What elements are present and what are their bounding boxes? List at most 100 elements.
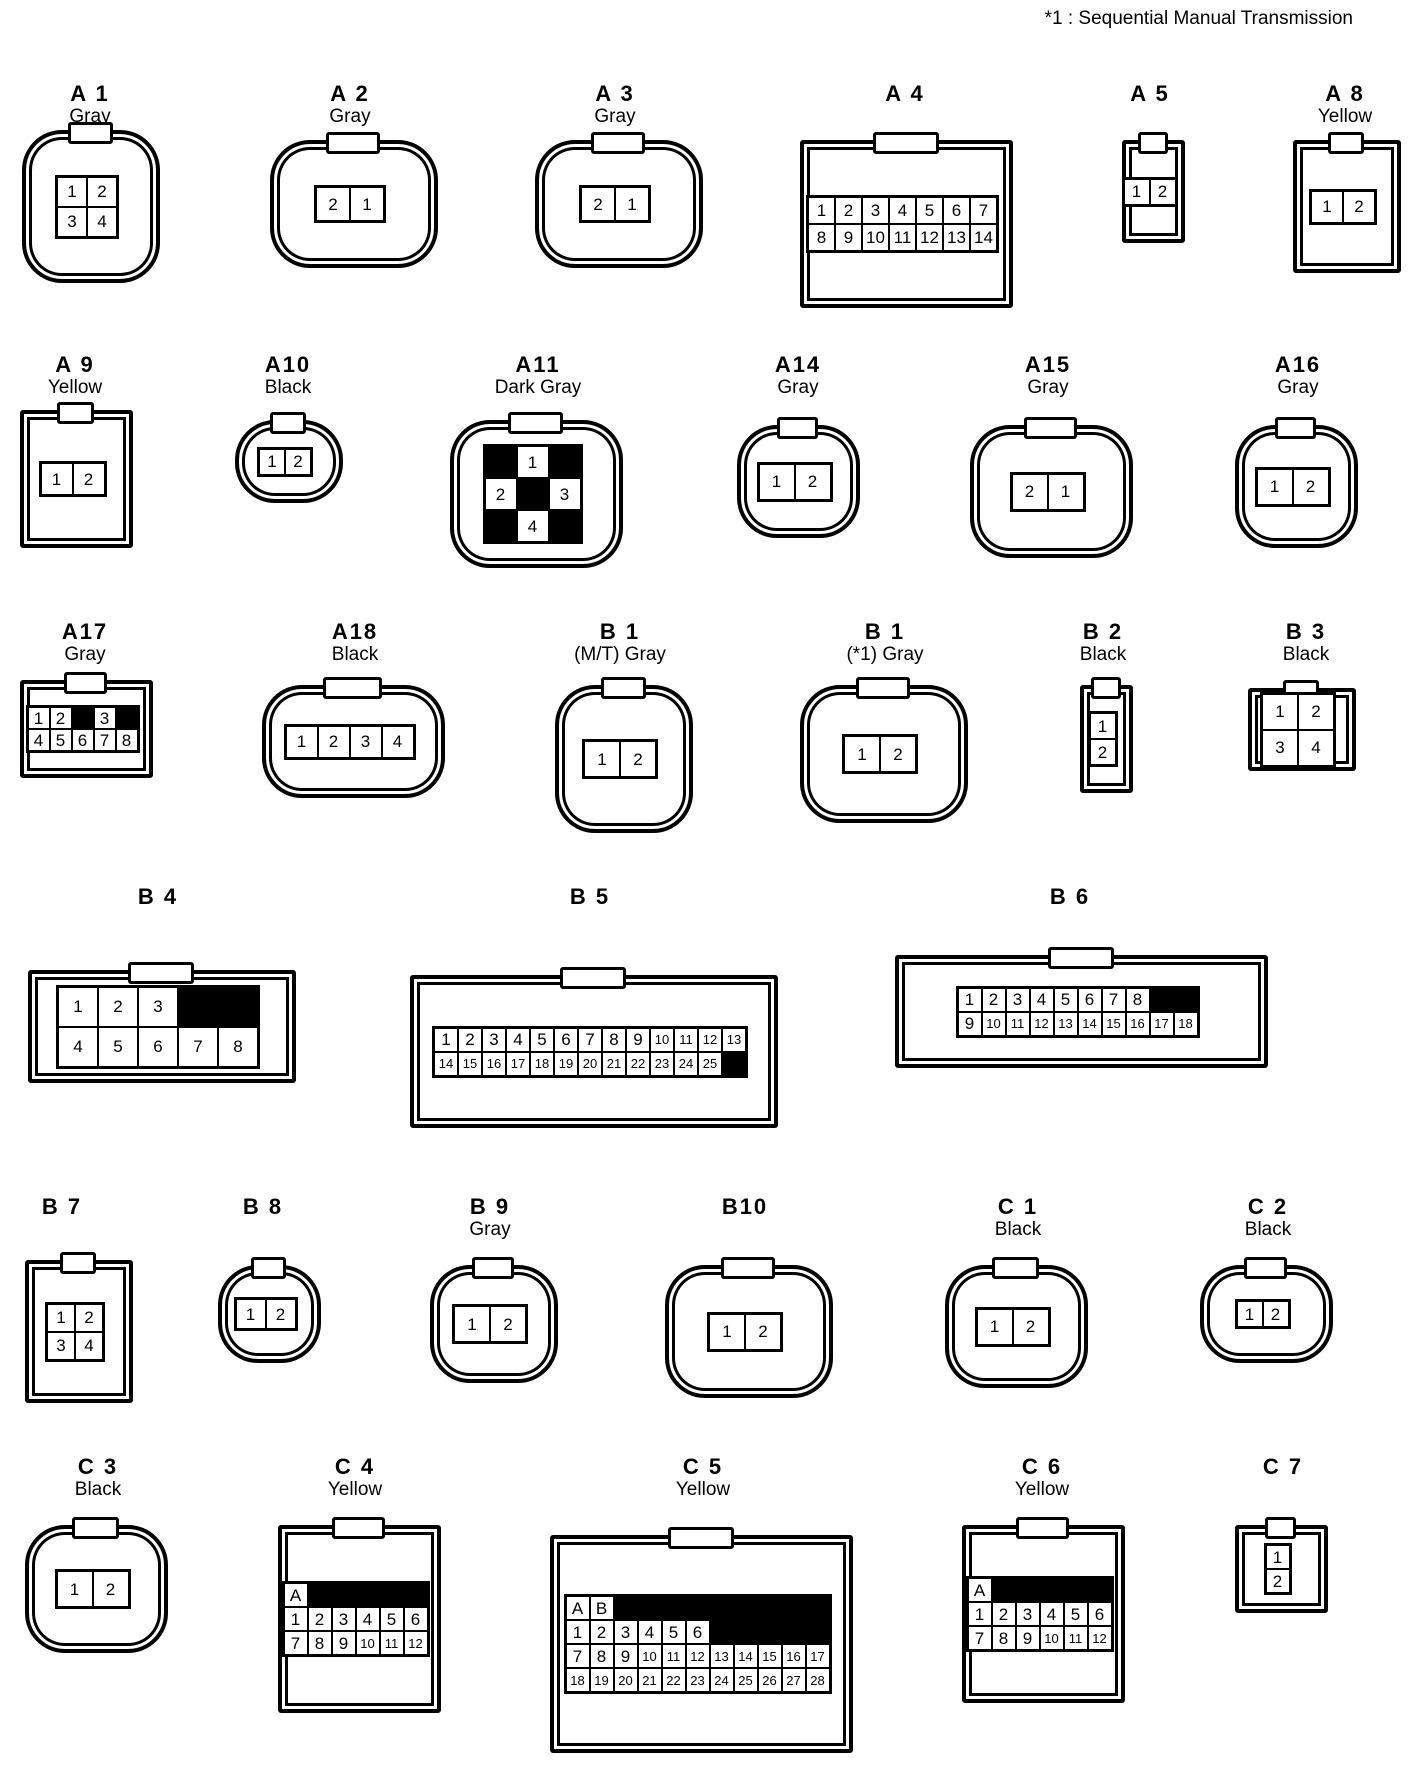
pin-terminal: 15 xyxy=(758,1645,781,1667)
blank-cavity xyxy=(1174,988,1197,1011)
pin-terminal: 5 xyxy=(1064,1603,1087,1625)
connector-id: A16 xyxy=(1274,352,1322,377)
blank-cavity xyxy=(219,987,257,1026)
pin-terminal: 5 xyxy=(662,1621,685,1643)
pin-terminal: 3 xyxy=(483,1028,505,1051)
blank-cavity xyxy=(549,511,580,541)
connector-label-b7: B 7 xyxy=(0,1195,137,1219)
connector-id: B 6 xyxy=(1049,884,1091,909)
pin-terminal: B xyxy=(590,1597,613,1619)
pin-terminal: 9 xyxy=(614,1645,637,1667)
connector-lock-tab xyxy=(270,412,306,434)
connector-lock-tab xyxy=(560,967,626,989)
pin-terminal: 15 xyxy=(1102,1012,1125,1035)
pin-terminal: 2 xyxy=(491,1307,525,1341)
connector-lock-tab xyxy=(777,417,818,439)
connector-id: A15 xyxy=(1024,352,1072,377)
connector-id: B 3 xyxy=(1285,619,1327,644)
blank-cavity xyxy=(734,1621,757,1643)
pin-terminal: 2 xyxy=(317,188,349,220)
connector-id: B 8 xyxy=(242,1194,284,1219)
connector-id: C 6 xyxy=(1021,1454,1063,1479)
connector-id: C 2 xyxy=(1247,1194,1289,1219)
pin-terminal: 2 xyxy=(485,479,516,509)
pin-terminal: 8 xyxy=(116,730,137,750)
pin-terminal: 2 xyxy=(318,726,349,757)
connector-id: B 1 xyxy=(864,619,906,644)
connector-lock-tab xyxy=(1275,417,1316,439)
connector-color: Gray xyxy=(69,106,111,127)
pin-terminal: 2 xyxy=(99,987,137,1026)
pin-terminal: 10 xyxy=(1040,1627,1063,1649)
pin-terminal: 1 xyxy=(1237,1302,1262,1326)
pin-terminal: 9 xyxy=(332,1632,355,1654)
blank-cavity xyxy=(782,1597,805,1619)
pin-terminal: 5 xyxy=(531,1028,553,1051)
connector-color: (M/T) Gray xyxy=(574,644,666,665)
connector-lock-tab xyxy=(323,677,382,699)
blank-cavity xyxy=(686,1597,709,1619)
pin-terminal: 2 xyxy=(1150,179,1175,204)
pin-terminal: 2 xyxy=(286,449,310,474)
connector-label-b4: B 4 xyxy=(83,885,233,909)
pin-terminal: 25 xyxy=(699,1052,721,1075)
blank-cavity xyxy=(549,447,580,477)
connector-lock-tab xyxy=(326,132,380,154)
connector-id: A10 xyxy=(264,352,312,377)
pin-terminal: 1 xyxy=(236,1300,265,1328)
pin-terminal: 2 xyxy=(1266,1570,1289,1592)
pin-terminal: 1 xyxy=(435,1028,457,1051)
pin-terminal: 18 xyxy=(531,1052,553,1075)
footnote-legend: *1 : Sequential Manual Transmission xyxy=(1044,8,1353,29)
connector-lock-tab xyxy=(591,132,645,154)
connector-color: Gray xyxy=(1277,377,1319,398)
pin-terminal: 3 xyxy=(614,1621,637,1643)
connector-id: A 8 xyxy=(1325,81,1365,106)
pin-terminal: 1 xyxy=(809,198,834,223)
pin-terminal: 11 xyxy=(380,1632,403,1654)
pin-terminal: 4 xyxy=(382,726,413,757)
connector-label-b5: B 5 xyxy=(515,885,665,909)
pin-terminal: 5 xyxy=(50,730,71,750)
connector-lock-tab xyxy=(992,1257,1039,1279)
pin-terminal: 3 xyxy=(1263,730,1297,765)
pin-terminal: 2 xyxy=(266,1300,295,1328)
connector-id: A11 xyxy=(515,352,561,377)
pin-terminal: 2 xyxy=(50,708,71,728)
connector-lock-tab xyxy=(60,1252,96,1274)
pin-terminal: 3 xyxy=(48,1332,74,1359)
pin-terminal: 12 xyxy=(1030,1012,1053,1035)
pin-terminal: 1 xyxy=(710,1314,744,1349)
connector-color: Yellow xyxy=(675,1479,731,1500)
pin-terminal: 7 xyxy=(566,1645,589,1667)
pin-terminal: 6 xyxy=(944,198,969,223)
pin-terminal: 1 xyxy=(455,1307,489,1341)
connector-id: B 7 xyxy=(41,1194,83,1219)
pin-terminal: 2 xyxy=(73,464,104,494)
blank-cavity xyxy=(758,1597,781,1619)
pin-terminal: 22 xyxy=(627,1052,649,1075)
pin-terminal: A xyxy=(284,1584,307,1606)
pin-terminal: 18 xyxy=(1174,1012,1197,1035)
connector-lock-tab xyxy=(472,1257,514,1279)
blank-cavity xyxy=(734,1597,757,1619)
blank-cavity xyxy=(1040,1579,1063,1601)
pin-terminal: 7 xyxy=(971,198,996,223)
pin-terminal: 4 xyxy=(356,1608,379,1630)
connector-color: Gray xyxy=(777,377,819,398)
